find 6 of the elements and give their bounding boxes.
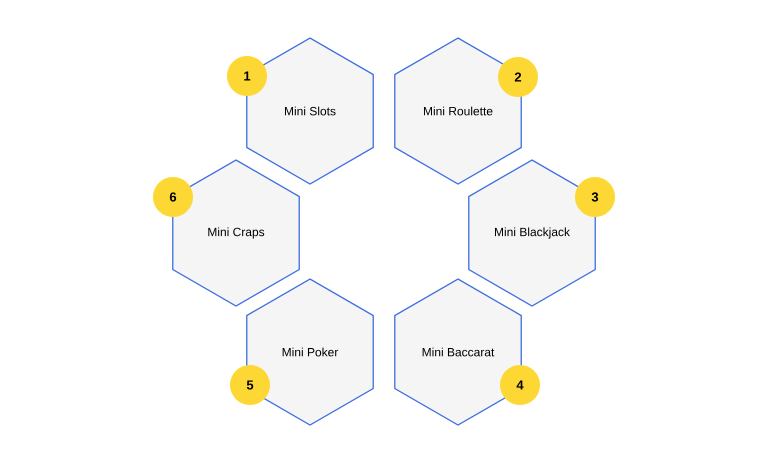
number-badge: 6 (153, 177, 193, 217)
number-badge: 2 (498, 57, 538, 97)
number-badge: 3 (575, 177, 615, 217)
number-badge: 5 (230, 365, 270, 405)
number-badge: 4 (500, 365, 540, 405)
number-badge: 1 (227, 56, 267, 96)
